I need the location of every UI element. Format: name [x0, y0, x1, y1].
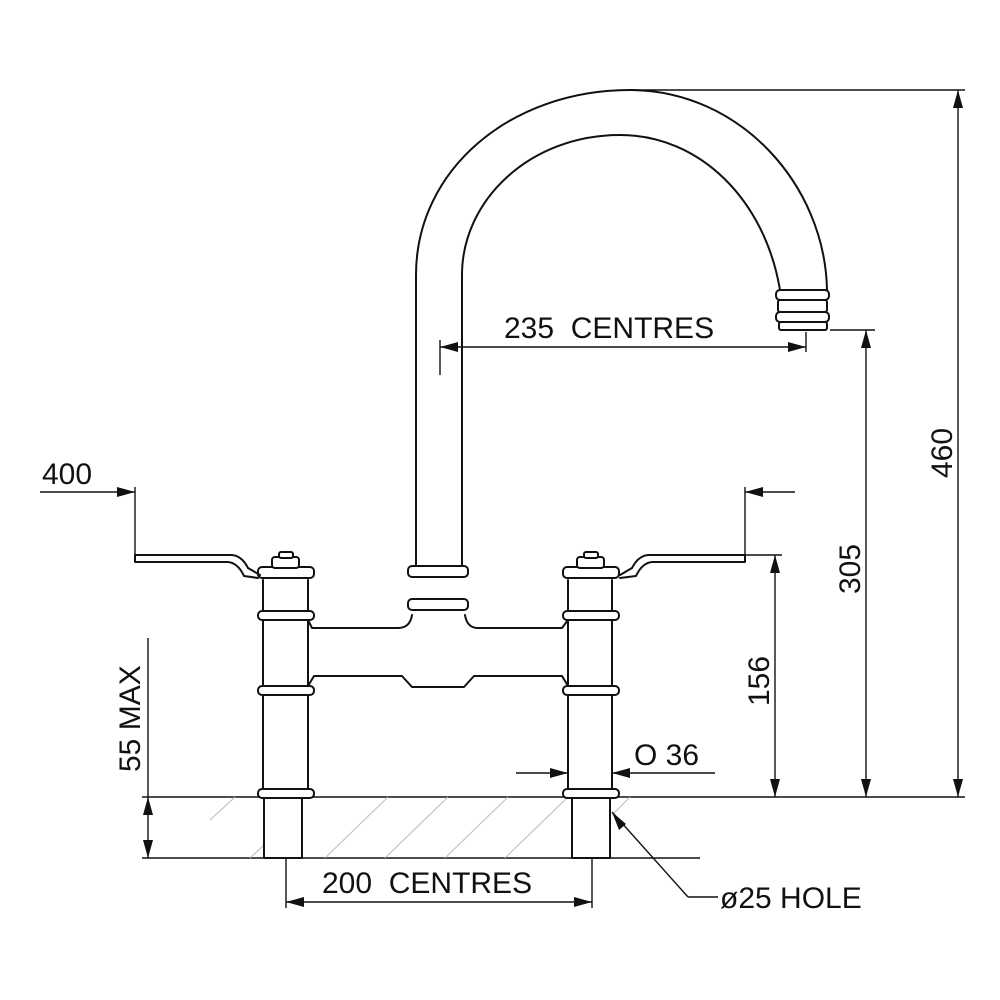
- left-pillar: [257, 551, 315, 799]
- left-lever: [134, 554, 261, 579]
- label-hole: ø25 HOLE: [720, 882, 862, 915]
- right-shank: [571, 796, 611, 859]
- label-shank-diameter: O 36: [634, 739, 699, 772]
- label-spout-centres: 235 CENTRES: [504, 312, 714, 345]
- dim-shank-diameter: O 36: [516, 739, 715, 790]
- label-deck-max: 55 MAX: [114, 665, 147, 772]
- label-total-height: 460: [926, 428, 959, 478]
- label-body-height: 156: [743, 656, 776, 706]
- dim-tap-centres: 200 CENTRES: [285, 858, 593, 908]
- leader-hole: ø25 HOLE: [611, 811, 862, 915]
- dim-spout-height: 305: [830, 329, 875, 797]
- label-tap-centres: 200 CENTRES: [322, 867, 532, 900]
- dim-deck-max: 55 MAX: [114, 638, 153, 858]
- dim-spout-centres: 235 CENTRES: [439, 312, 807, 375]
- dim-total-height: 460: [630, 89, 965, 797]
- dim-lever-span: 400: [40, 458, 795, 555]
- bridge: [307, 614, 569, 688]
- left-shank: [263, 796, 303, 859]
- label-spout-height: 305: [834, 544, 867, 594]
- right-lever: [619, 554, 746, 579]
- right-pillar: [562, 551, 620, 799]
- label-lever-span: 400: [42, 458, 92, 491]
- dim-body-height: 156: [743, 554, 782, 797]
- spout: [407, 89, 830, 611]
